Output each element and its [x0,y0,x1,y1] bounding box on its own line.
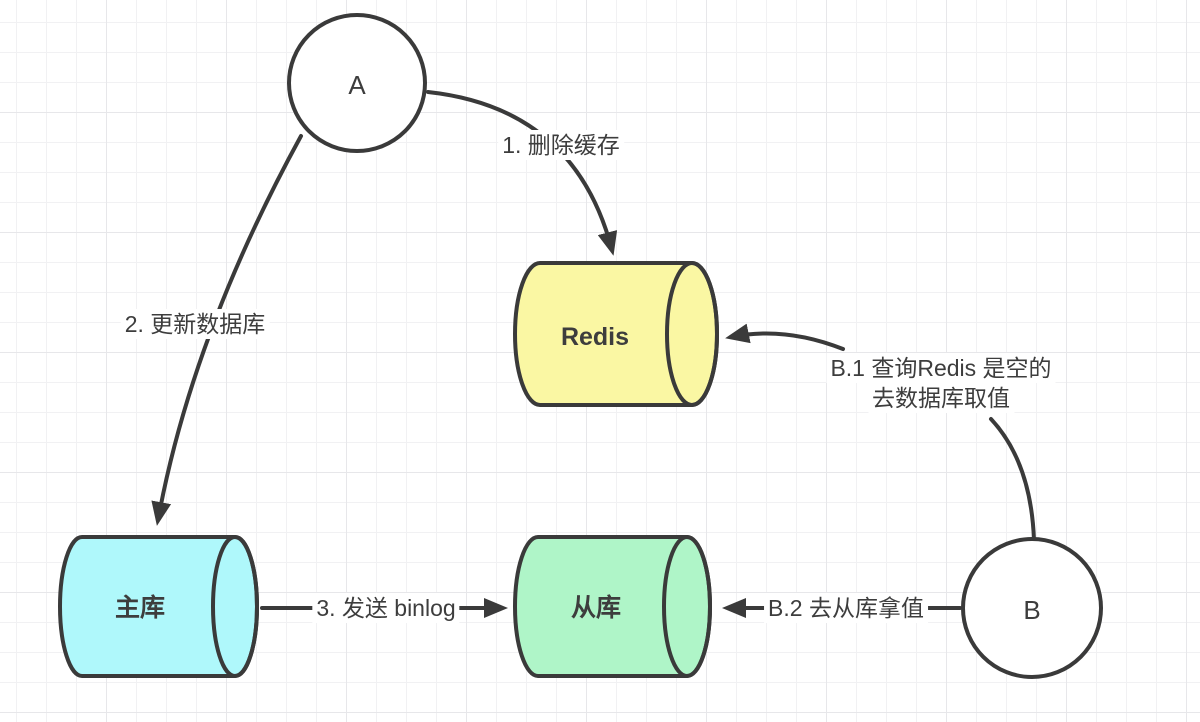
edge-delete-cache [426,90,618,256]
edge-b1-connector [989,417,1036,542]
node-a-circle [287,13,427,153]
edge-b2-fetch-slave-label: B.2 去从库拿值 [764,593,928,623]
node-a-label: A [348,70,366,100]
edge-b1-label-line1: B.1 查询Redis 是空的 [826,353,1056,383]
edge-b1-query-redis-label: B.1 查询Redis 是空的 去数据库取值 [826,353,1056,413]
node-slave-label: 从库 [570,594,622,622]
edge-b1-label-line2: 去数据库取值 [867,383,1014,413]
node-master-label: 主库 [114,594,166,622]
edge-delete-cache-label: 1. 删除缓存 [498,130,624,160]
edge-b1-query-redis [725,323,845,351]
edge-update-db-label: 2. 更新数据库 [120,309,270,339]
node-b-circle [961,537,1103,679]
edge-send-binlog-label: 3. 发送 binlog [312,593,460,623]
node-b-label: B [1023,595,1041,625]
node-slave-cylinder-rim [662,535,712,678]
node-redis-label: Redis [560,323,630,351]
node-redis-cylinder-rim [665,261,719,407]
node-master-cylinder-rim [211,535,259,678]
